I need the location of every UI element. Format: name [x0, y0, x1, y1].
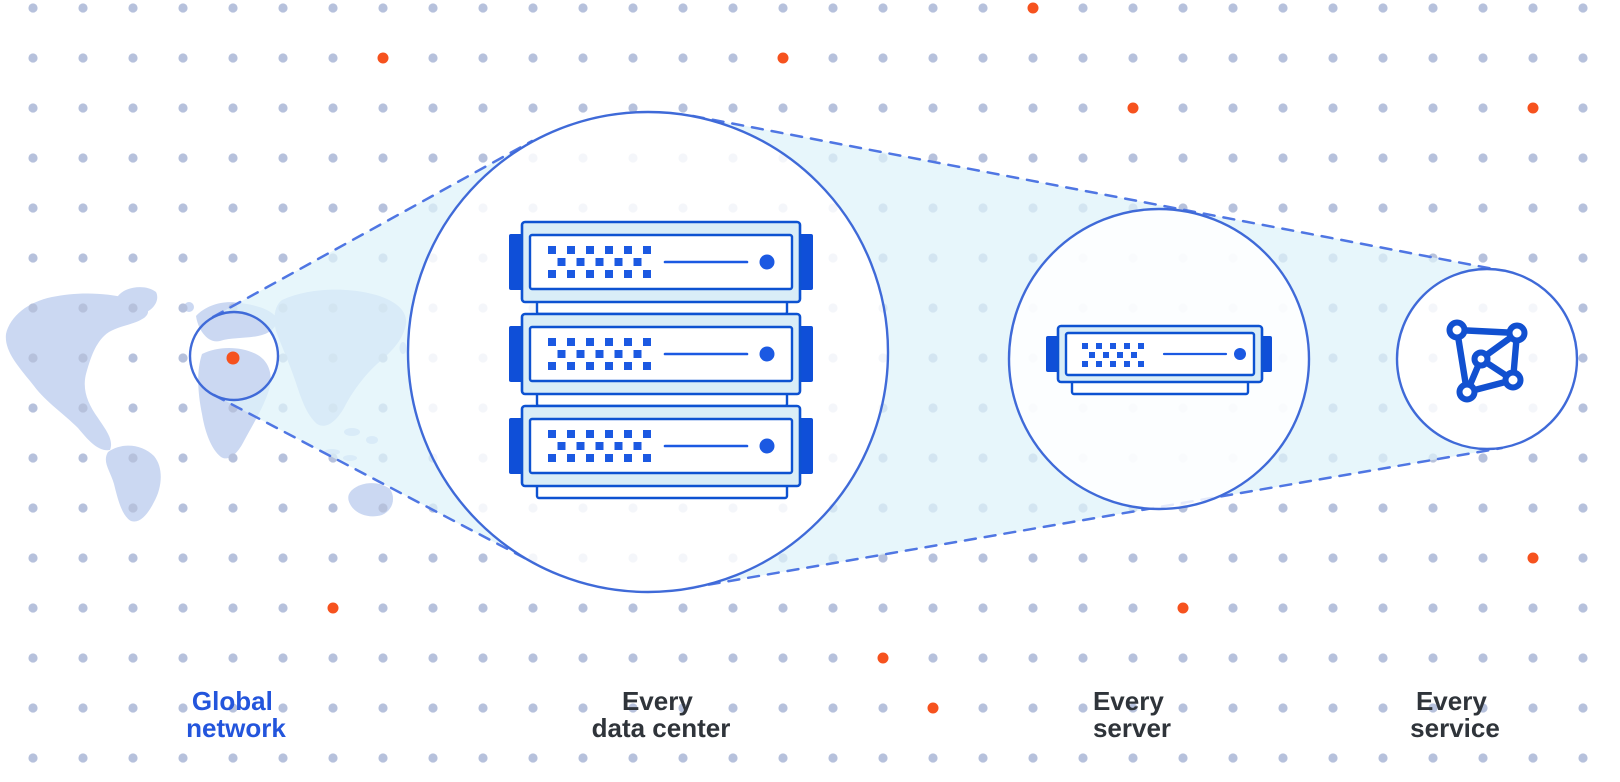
label-every-data-center: Every data center [592, 686, 731, 743]
orange-dot [327, 602, 339, 614]
orange-accent-dots [226, 2, 1539, 714]
captions: Global network Every data center Every s… [186, 686, 1500, 743]
orange-dot [927, 702, 939, 714]
mesh-network-icon [1446, 319, 1528, 403]
single-server-icon [1046, 324, 1272, 396]
orange-dot [1527, 552, 1539, 564]
server-rack-icon [509, 222, 813, 500]
orange-dot [377, 52, 389, 64]
orange-dot [226, 351, 240, 365]
orange-dot [777, 52, 789, 64]
orange-dot [877, 652, 889, 664]
label-global-network: Global network [186, 686, 286, 743]
orange-dot [1527, 102, 1539, 114]
label-every-server: Every server [1093, 686, 1171, 743]
label-every-service: Every service [1410, 686, 1500, 743]
orange-dot [1127, 102, 1139, 114]
map-highlight-circle-icon [188, 310, 280, 402]
orange-dot [1027, 2, 1039, 14]
orange-dot [1177, 602, 1189, 614]
